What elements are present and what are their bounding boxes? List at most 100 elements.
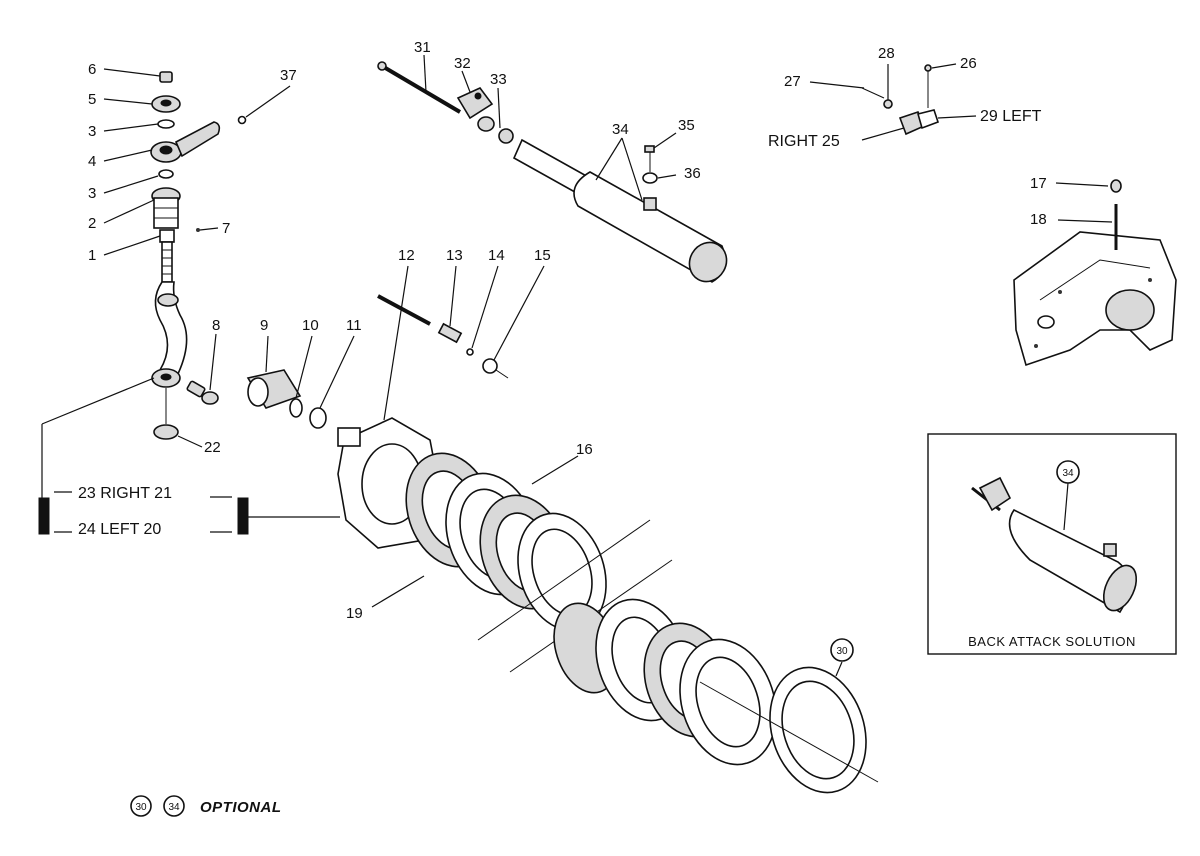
housing-bolt <box>1058 290 1062 294</box>
label-11: 11 <box>346 317 362 334</box>
part-5-hole <box>160 99 172 107</box>
leader-15 <box>493 265 545 361</box>
bracket-bar-right <box>237 497 249 535</box>
label-16: 16 <box>576 441 593 458</box>
label-15: 15 <box>534 247 551 264</box>
part-1-spline <box>161 241 173 283</box>
steel-plate-4-bore <box>695 656 761 748</box>
part-2-body <box>153 197 179 229</box>
leader-16 <box>531 455 579 485</box>
leaders-housing <box>1055 182 1113 223</box>
inset-callout-34: 34 <box>1062 468 1074 479</box>
part-33-seal <box>498 128 514 144</box>
leader-19 <box>371 575 425 608</box>
part-7-dot <box>196 228 200 232</box>
inset-frame <box>927 433 1177 655</box>
leader-31 <box>423 54 427 93</box>
legend-badge-30-text: 30 <box>135 802 147 813</box>
part-14-ball <box>466 348 474 356</box>
part-3-washer-lower <box>158 169 174 179</box>
part-4-lever-arm <box>174 121 221 158</box>
leaders-center <box>265 265 545 421</box>
label-8: 8 <box>212 317 220 334</box>
part-32-pin <box>474 92 482 100</box>
bracket-assembly <box>861 64 940 136</box>
part-27-pin <box>861 87 885 99</box>
label-1: 1 <box>88 247 96 264</box>
transmission-housing <box>1013 179 1177 367</box>
leaders-left <box>38 68 340 535</box>
leader-7 <box>199 227 219 231</box>
label-26: 26 <box>960 55 977 72</box>
part-31-end <box>377 61 387 71</box>
part-36-washer <box>642 172 658 184</box>
label-5: 5 <box>88 91 96 108</box>
arm-upper-hole <box>157 293 179 307</box>
inset-port <box>1103 543 1117 557</box>
part-4-hole <box>159 145 173 155</box>
leader-14 <box>471 265 499 349</box>
inset-back-attack <box>927 433 1177 655</box>
leader-27 <box>809 81 865 89</box>
label-22: 22 <box>204 439 221 456</box>
part-9-face <box>247 377 269 407</box>
part-31-rod <box>380 64 462 114</box>
leader-5 <box>103 98 153 105</box>
inset-clevis <box>978 476 1012 512</box>
label-3b: 3 <box>88 185 96 202</box>
label-24-left-20: 24 LEFT 20 <box>78 521 161 538</box>
label-29-left: 29 LEFT <box>980 108 1042 125</box>
part-8-head <box>201 391 219 405</box>
leaders-top-right <box>809 63 977 141</box>
hub-shaft <box>337 427 361 447</box>
label-23-right-21: 23 RIGHT 21 <box>78 485 172 502</box>
label-33: 33 <box>490 71 507 88</box>
label-35: 35 <box>678 117 695 134</box>
leader-32 <box>461 70 471 93</box>
inset-leader <box>1063 482 1069 531</box>
bracket-bar-left <box>38 497 50 535</box>
break-line-1 <box>477 519 651 641</box>
part-32-clevis <box>456 87 494 120</box>
inset-cylinder-end <box>1102 564 1138 612</box>
housing-bolt <box>1148 278 1152 282</box>
leader-34a <box>595 137 623 181</box>
leader-17 <box>1055 182 1109 187</box>
leader-6 <box>103 68 161 77</box>
label-31: 31 <box>414 39 431 56</box>
leader-25 <box>861 127 905 141</box>
part-13-spring <box>437 322 463 344</box>
label-27: 27 <box>784 73 801 90</box>
label-12: 12 <box>398 247 415 264</box>
part-10-ring <box>289 398 303 418</box>
part-34-end-cap <box>688 241 728 283</box>
part-8-bolt <box>186 380 206 398</box>
brake-disc-pack <box>337 417 879 794</box>
part-15-plug <box>482 358 498 374</box>
leader-2 <box>103 199 155 224</box>
legend-badge-34-text: 34 <box>168 802 180 813</box>
legend-badge-34 <box>163 795 185 817</box>
leader-26 <box>931 63 957 69</box>
legend-optional-text: OPTIONAL <box>200 799 282 816</box>
piston-parts <box>246 294 509 429</box>
label-10: 10 <box>302 317 319 334</box>
part-3-washer-top <box>157 119 175 129</box>
part-34-port <box>643 197 657 211</box>
housing-hole <box>1037 315 1055 329</box>
part-12-rod <box>377 294 431 326</box>
part-22-cap <box>153 424 179 440</box>
leader-34b <box>621 137 643 201</box>
housing-body <box>1013 231 1177 367</box>
part-6-bolt <box>159 71 173 83</box>
callout-30-circle <box>830 638 854 662</box>
label-9: 9 <box>260 317 268 334</box>
label-13: 13 <box>446 247 463 264</box>
label-37: 37 <box>280 67 297 84</box>
part-37-ring <box>237 115 247 125</box>
label-19: 19 <box>346 605 363 622</box>
leader-36 <box>657 174 677 179</box>
part-11-ring <box>309 407 327 429</box>
leader-23-arm <box>41 377 155 425</box>
housing-edge <box>1039 259 1151 301</box>
